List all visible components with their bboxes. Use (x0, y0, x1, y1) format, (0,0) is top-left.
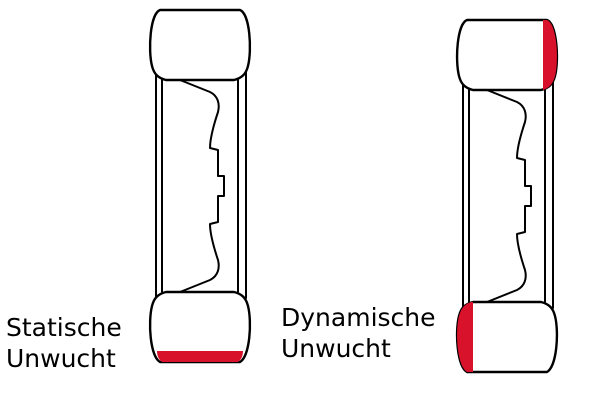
tyre-top (455, 18, 559, 92)
wheel-dynamic (455, 18, 559, 374)
label-line-2: Unwucht (281, 334, 391, 363)
wheel-disc-profile (179, 79, 225, 293)
wheel-disc-profile (486, 89, 532, 303)
imbalance-weight-bottom (157, 351, 243, 362)
label-line-2: Unwucht (6, 344, 116, 373)
label-line-1: Dynamische (281, 303, 436, 332)
rim-inner-walls (462, 81, 554, 309)
label-line-1: Statische (6, 313, 122, 342)
label-dynamic-imbalance: Dynamische Unwucht (281, 302, 436, 364)
imbalance-weight-top-right (543, 20, 557, 90)
tyre-top (148, 8, 252, 82)
tyre-bottom (148, 290, 252, 364)
label-static-imbalance: Statische Unwucht (6, 312, 122, 374)
imbalance-weight-bottom-left (457, 302, 473, 372)
wheel-static (148, 8, 252, 364)
rim-inner-walls (155, 71, 247, 299)
